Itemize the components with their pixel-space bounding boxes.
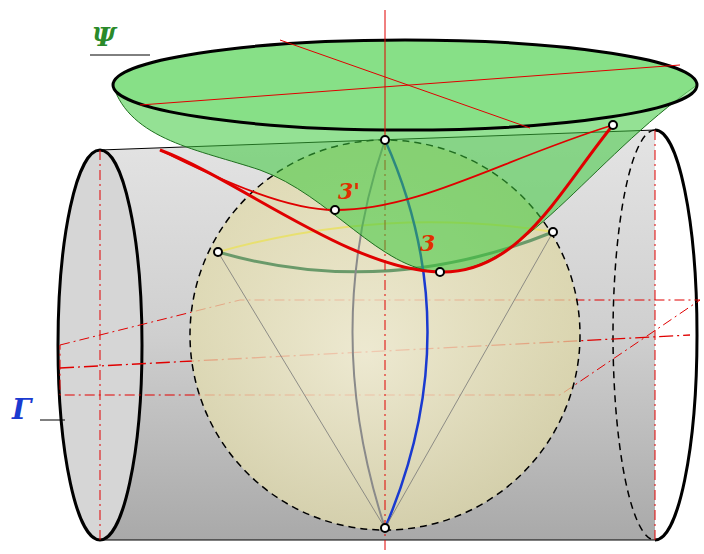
cylinder-end bbox=[655, 130, 697, 540]
surface-name: Г bbox=[12, 396, 31, 424]
axis-line bbox=[655, 130, 656, 540]
intersection-curve-back bbox=[160, 125, 613, 210]
cylinder-end bbox=[58, 150, 142, 540]
bowl-surface bbox=[113, 40, 697, 272]
intersection-curve bbox=[160, 125, 613, 272]
point-label: 3 bbox=[420, 232, 435, 254]
axis-line bbox=[100, 150, 101, 540]
axis-line bbox=[385, 10, 386, 140]
point-label: 3' bbox=[338, 180, 360, 202]
construction-line bbox=[385, 232, 553, 528]
axis-line bbox=[140, 65, 680, 105]
cylinder-edge bbox=[100, 540, 655, 541]
axis-line bbox=[280, 40, 530, 128]
leader-line bbox=[90, 55, 150, 56]
bowl-rim bbox=[113, 40, 697, 130]
leader-line bbox=[40, 420, 65, 421]
surface-name: Ψ bbox=[92, 24, 116, 50]
point-marks bbox=[214, 121, 617, 532]
construction-line bbox=[218, 252, 385, 528]
